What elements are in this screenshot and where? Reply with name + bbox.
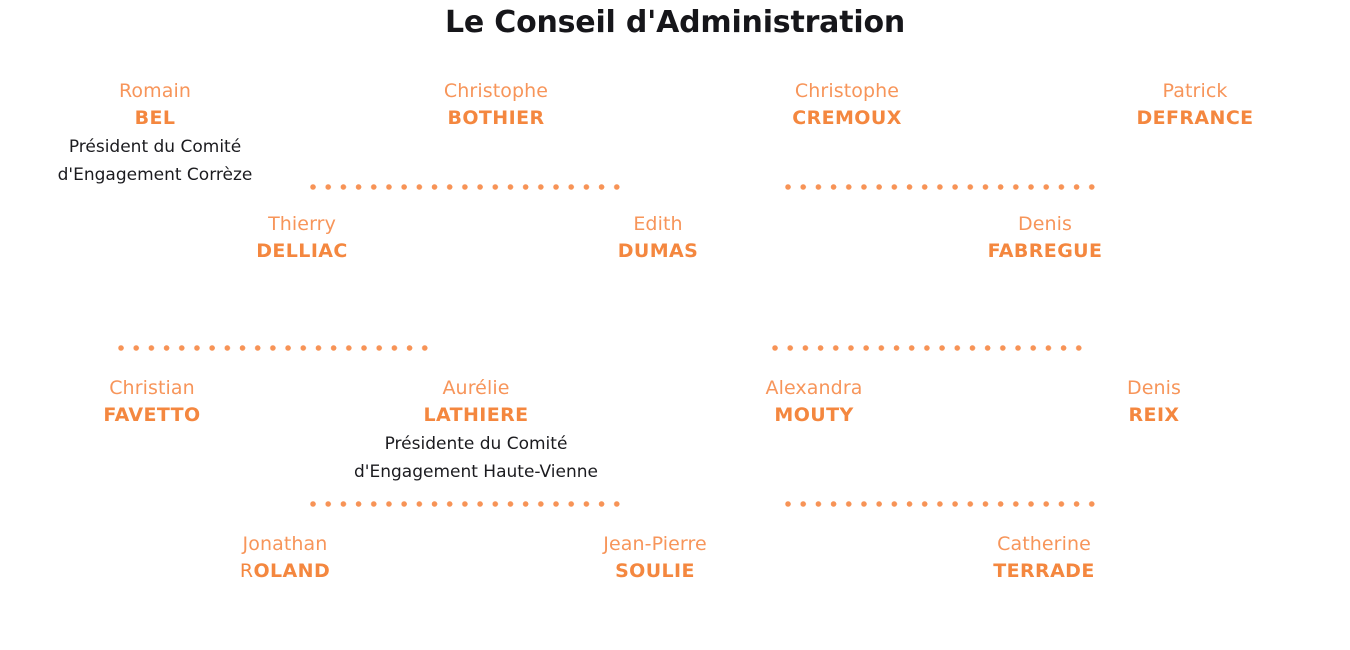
member-edith-dumas[interactable]: Edith DUMAS — [528, 213, 788, 262]
member-romain-bel[interactable]: Romain BEL Président du Comité d'Engagem… — [25, 80, 285, 189]
member-last-name: LATHIERE — [423, 404, 529, 427]
member-role: Présidente du Comité d'Engagement Haute-… — [354, 434, 598, 482]
member-first-name: Denis — [1126, 377, 1182, 399]
connector-row1-left — [310, 184, 622, 190]
member-first-name: Christian — [109, 377, 195, 399]
connector-row3-left — [310, 501, 622, 507]
member-last-name-initial: R — [239, 560, 254, 583]
member-last-name: BEL — [134, 107, 176, 130]
member-first-name: Romain — [118, 80, 192, 102]
member-alexandra-mouty[interactable]: Alexandra MOUTY — [684, 377, 944, 426]
member-patrick-defrance[interactable]: Patrick DEFRANCE — [1065, 80, 1325, 129]
member-last-name: CREMOUX — [792, 107, 902, 130]
member-denis-reix[interactable]: Denis REIX — [1024, 377, 1284, 426]
member-last-name: MOUTY — [774, 404, 854, 427]
member-last-name: BOTHIER — [447, 107, 545, 130]
member-last-name: FAVETTO — [103, 404, 201, 427]
member-christophe-bothier[interactable]: Christophe BOTHIER — [366, 80, 626, 129]
page-title: Le Conseil d'Administration — [444, 5, 906, 40]
member-last-name: ROLAND — [155, 560, 415, 582]
member-last-name: FABREGUE — [987, 240, 1103, 263]
member-last-name: REIX — [1128, 404, 1180, 427]
member-last-name-rest: OLAND — [253, 560, 331, 583]
member-first-name: Edith — [633, 213, 683, 235]
member-christophe-cremoux[interactable]: Christophe CREMOUX — [717, 80, 977, 129]
connector-row2-right — [772, 345, 1082, 351]
member-first-name: Christophe — [443, 80, 549, 102]
member-first-name: Denis — [1017, 213, 1073, 235]
member-first-name: Christophe — [794, 80, 900, 102]
member-jean-pierre-soulie[interactable]: Jean-Pierre SOULIE — [525, 533, 785, 582]
member-denis-fabregue[interactable]: Denis FABREGUE — [915, 213, 1175, 262]
member-first-name: Jonathan — [242, 533, 328, 555]
connector-row2-left — [118, 345, 430, 351]
member-christian-favetto[interactable]: Christian FAVETTO — [22, 377, 282, 426]
member-first-name: Patrick — [1162, 80, 1228, 102]
member-last-name: TERRADE — [993, 560, 1095, 583]
member-thierry-delliac[interactable]: Thierry DELLIAC — [172, 213, 432, 262]
member-first-name: Jean-Pierre — [603, 533, 707, 555]
member-last-name: SOULIE — [615, 560, 695, 583]
member-jonathan-roland[interactable]: Jonathan ROLAND — [155, 533, 415, 582]
connector-row1-right — [785, 184, 1095, 190]
member-aurelie-lathiere[interactable]: Aurélie LATHIERE Présidente du Comité d'… — [346, 377, 606, 486]
member-first-name: Alexandra — [765, 377, 863, 399]
member-last-name: DEFRANCE — [1136, 107, 1254, 130]
connector-row3-right — [785, 501, 1095, 507]
member-first-name: Thierry — [268, 213, 336, 235]
member-first-name: Aurélie — [442, 377, 510, 399]
member-catherine-terrade[interactable]: Catherine TERRADE — [914, 533, 1174, 582]
member-first-name: Catherine — [997, 533, 1091, 555]
member-last-name: DUMAS — [617, 240, 699, 263]
member-last-name: DELLIAC — [256, 240, 348, 263]
member-role: Président du Comité d'Engagement Corrèze — [57, 137, 253, 185]
